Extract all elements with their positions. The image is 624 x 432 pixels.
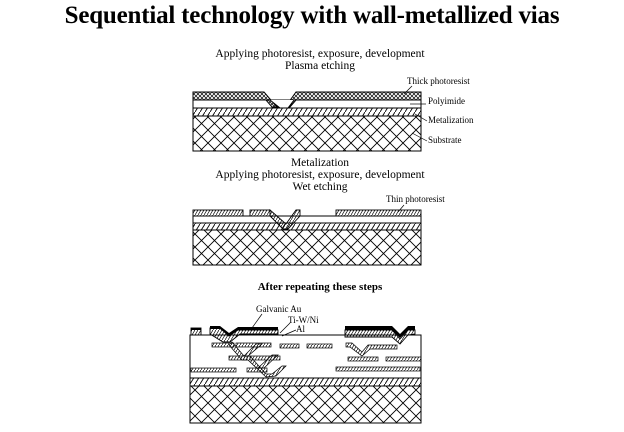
label-thick-photoresist: Thick photoresist bbox=[407, 76, 470, 86]
step3-galvanic-au-right bbox=[345, 326, 415, 338]
step2-metalization bbox=[192, 222, 422, 231]
label-ti-w-ni: Ti-W/Ni bbox=[288, 315, 319, 325]
step2-caption-line1: Metalization bbox=[290, 157, 350, 169]
label-substrate: Substrate bbox=[428, 135, 462, 145]
step3-substrate bbox=[189, 385, 422, 424]
step2-polyimide bbox=[192, 215, 422, 224]
step2-caption-line3: Wet etching bbox=[292, 181, 348, 193]
step3-cross-section bbox=[189, 313, 422, 424]
label-polyimide: Polyimide bbox=[428, 96, 466, 106]
step3-top-via-right bbox=[344, 329, 416, 345]
step1-substrate bbox=[192, 115, 422, 152]
step2-substrate bbox=[192, 229, 422, 266]
step1-cross-section bbox=[192, 85, 428, 152]
label-metalization: Metalization bbox=[428, 115, 474, 125]
page-title: Sequential technology with wall-metalliz… bbox=[64, 2, 560, 29]
label-galvanic-au: Galvanic Au bbox=[256, 304, 302, 314]
step2-via-metal bbox=[269, 209, 301, 230]
step3-galvanic-au-left bbox=[210, 326, 278, 336]
step2-thin-photoresist-right bbox=[335, 209, 422, 217]
step1-thick-photoresist bbox=[192, 91, 422, 108]
step1-metalization bbox=[192, 107, 422, 117]
step3-stacked-via-chain bbox=[228, 341, 287, 378]
label-al: Al bbox=[296, 324, 305, 334]
step2-cross-section bbox=[192, 204, 422, 266]
step2-thin-photoresist-mid bbox=[249, 209, 271, 217]
step2-caption-line2: Applying photoresist, exposure, developm… bbox=[215, 169, 425, 181]
step1-caption-line1: Applying photoresist, exposure, developm… bbox=[215, 48, 425, 60]
step1-caption-line2: Plasma etching bbox=[285, 60, 355, 72]
step2-thin-photoresist-left bbox=[192, 209, 244, 217]
label-thin-photoresist: Thin photoresist bbox=[386, 194, 445, 204]
step3-metalization bbox=[189, 377, 422, 387]
step3-caption: After repeating these steps bbox=[257, 281, 383, 293]
